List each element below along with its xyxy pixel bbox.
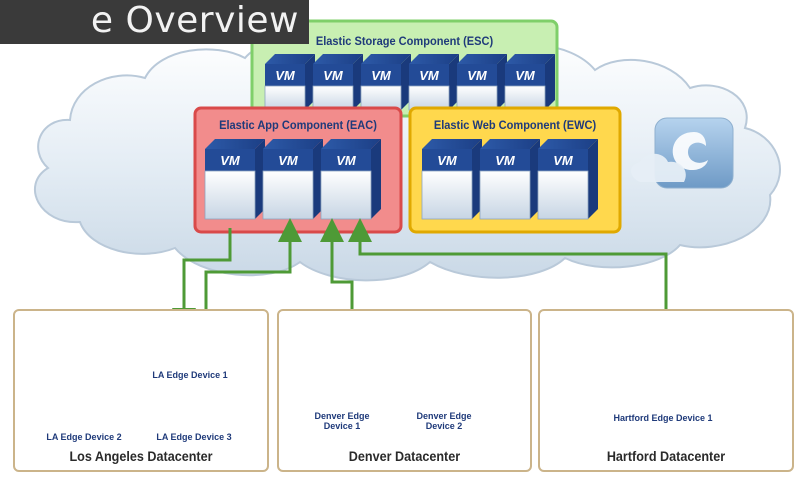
connector-la-in xyxy=(172,228,232,332)
vm-label: VM xyxy=(275,68,296,83)
vm-cube-icon: VM xyxy=(264,54,315,111)
vm-label: VM xyxy=(278,153,299,168)
vm-cube-icon: VM xyxy=(204,139,265,220)
vm-cube-icon: VM xyxy=(360,54,411,111)
vm-cube-icon: VM xyxy=(421,139,482,220)
datacenter-label: Los Angeles Datacenter xyxy=(69,448,213,464)
vm-label: VM xyxy=(515,68,536,83)
device-label-denver-2: Denver Edge Device 2 xyxy=(416,411,472,431)
ewc-title: Elastic Web Component (EWC) xyxy=(433,118,597,132)
vm-label: VM xyxy=(371,68,392,83)
ewc-vm-group: VM VM VM xyxy=(421,139,598,220)
vm-cube-icon: VM xyxy=(262,139,323,220)
vm-cube-icon: VM xyxy=(408,54,459,111)
datacenter-label: Denver Datacenter xyxy=(348,448,461,464)
device-label-hartford-1: Hartford Edge Device 1 xyxy=(613,413,713,423)
vm-cube-icon: VM xyxy=(320,139,381,220)
device-label-la-1: LA Edge Device 1 xyxy=(152,370,228,380)
vm-cube-icon: VM xyxy=(312,54,363,111)
connector-la-out xyxy=(204,218,302,322)
vm-label: VM xyxy=(419,68,440,83)
cloud-logo-icon xyxy=(630,117,734,189)
vm-cube-icon: VM xyxy=(479,139,540,220)
eac-title: Elastic App Component (EAC) xyxy=(219,118,377,132)
vm-cube-icon: VM xyxy=(504,54,555,111)
datacenter-hartford: Hartford Datacenter xyxy=(538,309,794,472)
slide-title: e Overview xyxy=(90,0,299,41)
vm-label: VM xyxy=(553,153,574,168)
esc-title: Elastic Storage Component (ESC) xyxy=(315,34,494,48)
vm-label: VM xyxy=(467,68,488,83)
vm-label: VM xyxy=(323,68,344,83)
esc-vm-group: VM VM VM VM VM VM xyxy=(264,54,555,111)
slide-title-bar: e Overview xyxy=(0,0,309,44)
vm-label: VM xyxy=(495,153,516,168)
device-label-denver-1: Denver Edge Device 1 xyxy=(314,411,370,431)
eac-vm-group: VM VM VM xyxy=(204,139,381,220)
datacenter-denver: Denver Datacenter xyxy=(277,309,532,472)
datacenter-label: Hartford Datacenter xyxy=(606,448,726,464)
vm-label: VM xyxy=(336,153,357,168)
vm-cube-icon: VM xyxy=(456,54,507,111)
vm-cube-icon: VM xyxy=(537,139,598,220)
datacenter-los-angeles: Los Angeles Datacenter xyxy=(13,309,269,472)
vm-label: VM xyxy=(220,153,241,168)
device-label-la-2: LA Edge Device 2 xyxy=(46,432,122,442)
device-label-la-3: LA Edge Device 3 xyxy=(156,432,232,442)
vm-label: VM xyxy=(437,153,458,168)
